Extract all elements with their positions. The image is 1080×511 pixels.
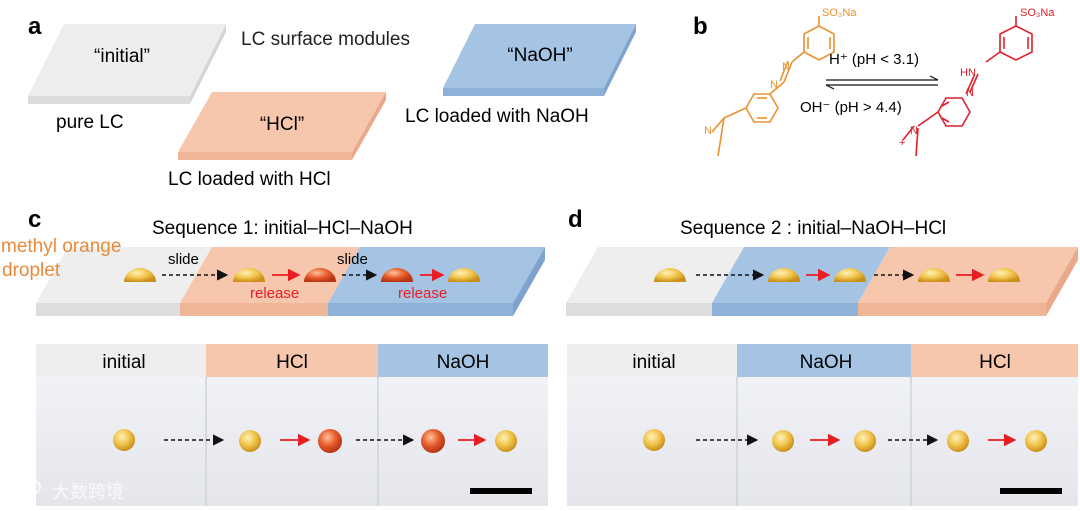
plate-naoh: “NaOH” [443,24,636,96]
azo-n-left-2: N [782,61,790,73]
plate-naoh-caption: LC loaded with NaOH [405,106,589,127]
hydrazo-n: N [966,87,974,99]
hydrazo-hn: HN [960,67,976,79]
panel-a-title: LC surface modules [241,29,410,50]
panel-label-a: a [28,13,42,40]
slide-label-1: slide [168,251,199,268]
equilibrium-arrows [825,75,939,90]
amine-n-left: N [704,125,712,137]
methyl-orange-basic-structure [711,16,835,157]
plate-hcl: “HCl” [178,92,386,160]
panel-label-d: d [568,206,583,233]
photo-sequence-2: initial NaOH HCl [567,344,1078,506]
watermark-text: 大数跨境 [52,482,124,502]
scale-bar-2 [1000,488,1062,494]
plate-naoh-label: “NaOH” [507,45,572,66]
photo1-header-initial: initial [102,352,145,373]
photo1-header-naoh: NaOH [437,352,490,373]
photo1-header-hcl: HCl [276,352,308,373]
panel-c-title: Sequence 1: initial–HCl–NaOH [152,218,413,239]
slide-label-2: slide [337,251,368,268]
plate-hcl-caption: LC loaded with HCl [168,169,331,190]
sulfonate-left: SO₃Na [822,7,857,19]
backward-condition: OH⁻ (pH > 4.4) [800,99,902,116]
plate-initial-caption: pure LC [56,112,124,133]
droplet-label-line1: methyl orange [1,236,121,257]
positive-charge: + [899,137,905,149]
scale-bar-1 [470,488,532,494]
photo-sequence-1: initial HCl NaOH [36,344,548,506]
schematic-droplets-2 [654,268,1020,282]
plate-hcl-label: “HCl” [260,114,304,135]
iminium-n: N [910,125,918,137]
plate-initial-label: “initial” [94,46,150,67]
photo2-header-naoh: NaOH [800,352,853,373]
photo2-header-initial: initial [632,352,675,373]
schematic-droplets-1 [124,268,480,282]
azo-n-left-1: N [770,79,778,91]
sulfonate-right: SO₃Na [1020,7,1055,19]
droplet-label-line2: droplet [2,260,61,281]
plate-initial: “initial” [28,24,226,104]
photo2-header-hcl: HCl [979,352,1011,373]
panel-d-title: Sequence 2 : initial–NaOH–HCl [680,218,946,239]
forward-condition: H⁺ (pH < 3.1) [829,51,919,68]
watermark: 大数跨境 [9,480,124,502]
release-label-2: release [398,285,447,302]
panel-label-b: b [693,13,708,40]
panel-label-c: c [28,206,41,233]
release-label-1: release [250,285,299,302]
methyl-orange-acidic-structure [902,16,1033,157]
